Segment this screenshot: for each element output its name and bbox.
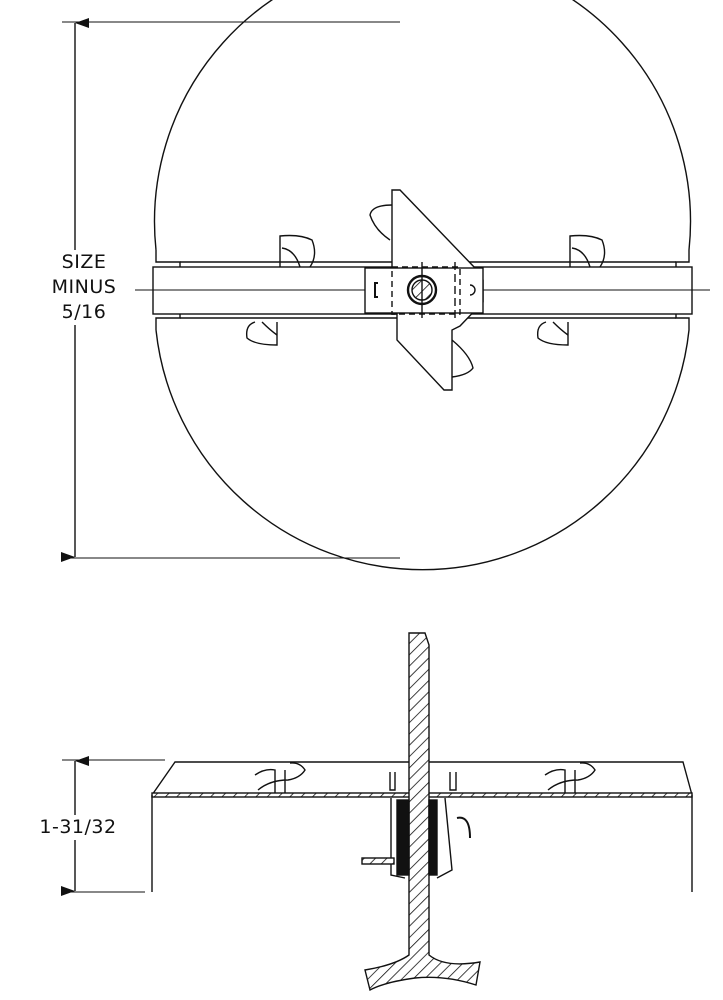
damper-blade-lower — [155, 314, 690, 571]
spring-mechanism — [361, 772, 471, 879]
spring-clips — [245, 204, 606, 378]
t-bar-rod — [364, 632, 481, 992]
plan-view — [61, 0, 710, 571]
section-clip-right — [544, 762, 596, 793]
size-dimension-label: SIZE MINUS 5/16 — [46, 250, 122, 325]
size-label-line-3: 5/16 — [61, 301, 107, 323]
damper-blade-upper — [153, 0, 692, 267]
depth-dimension-label: 1-31/32 — [18, 815, 138, 840]
actuator-arm — [361, 857, 395, 865]
size-label-line-2: MINUS — [51, 276, 117, 298]
section-clip-left — [254, 762, 306, 793]
section-view — [61, 632, 693, 992]
size-label-line-1: SIZE — [61, 251, 107, 273]
